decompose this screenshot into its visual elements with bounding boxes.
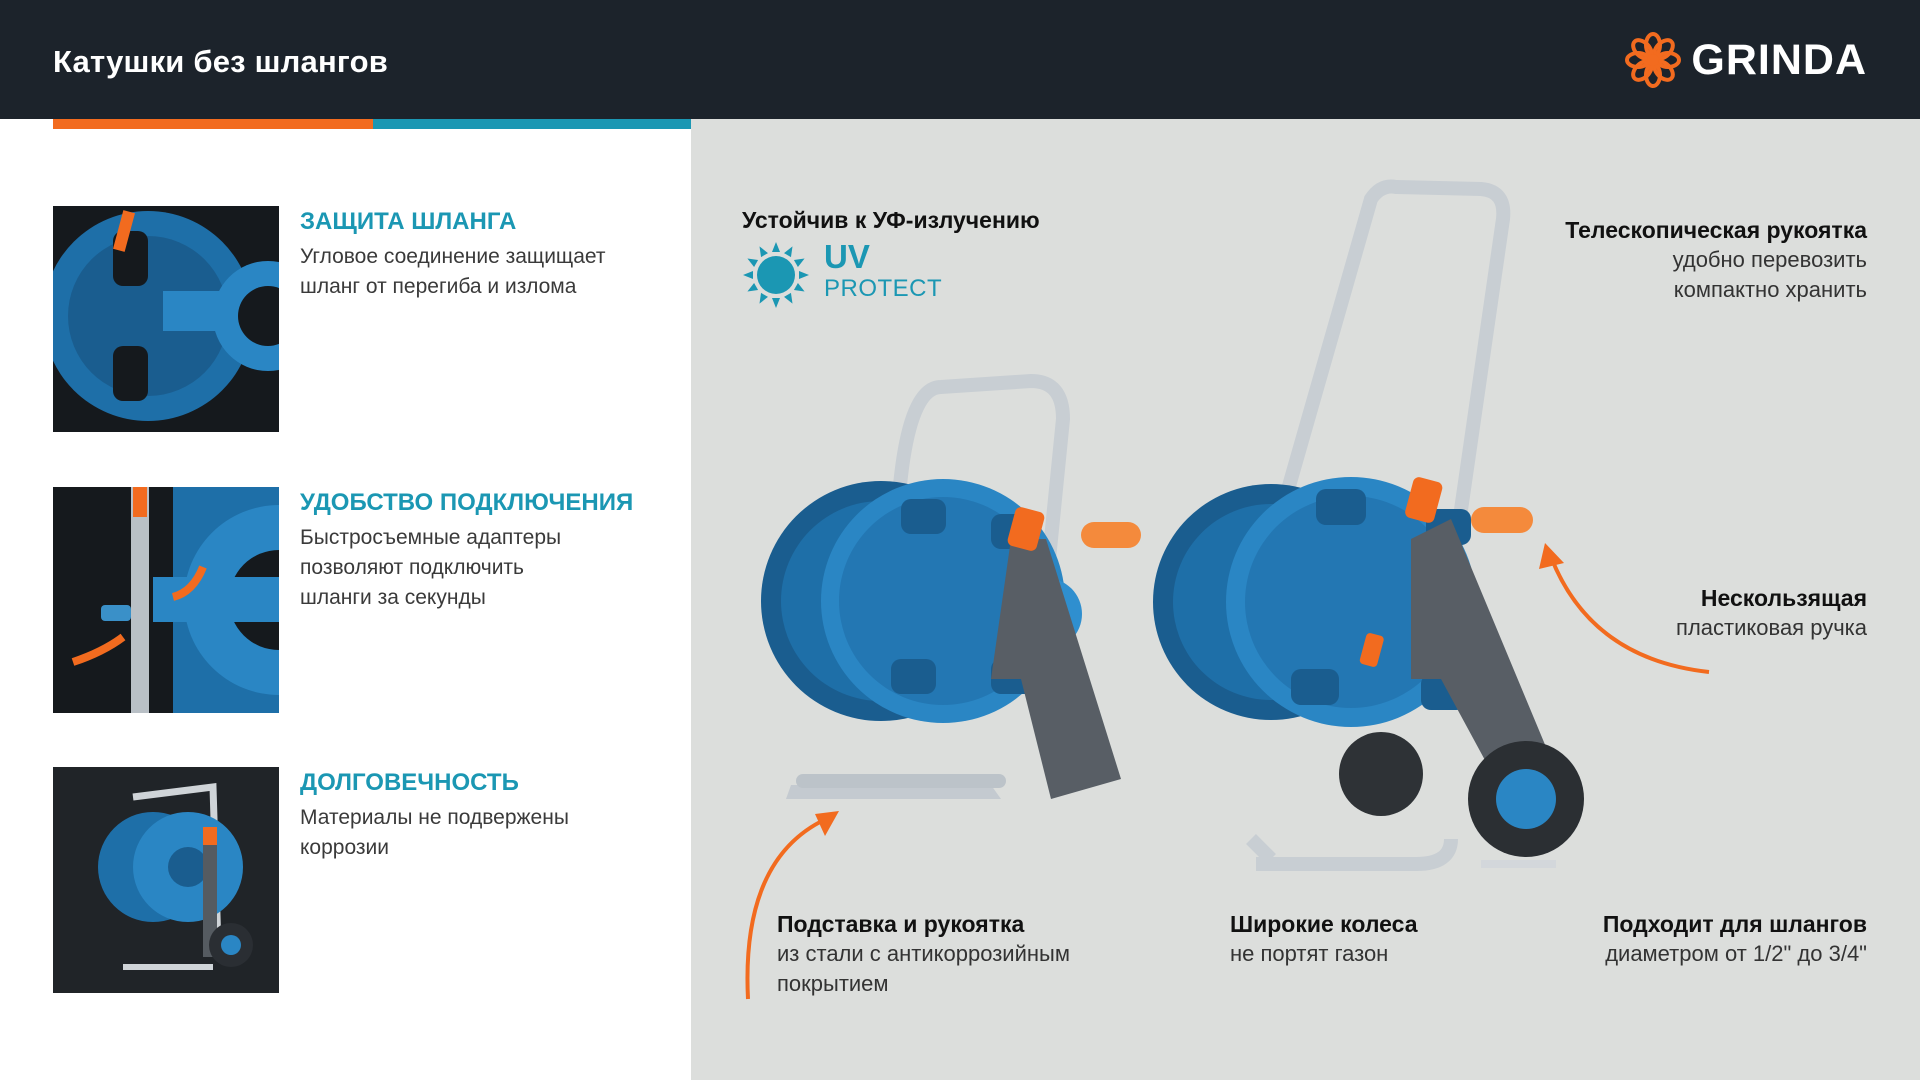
feature-title: УДОБСТВО ПОДКЛЮЧЕНИЯ [300, 489, 634, 516]
telescopic-title: Телескопическая рукоятка [1565, 217, 1867, 243]
uv-resistance-label: Устойчив к УФ-излучению [742, 205, 1040, 235]
telescopic-line: удобно перевозить [1672, 247, 1867, 272]
header-bar: Катушки без шлангов GRINDA [0, 0, 1920, 119]
accent-bar-orange [53, 119, 373, 129]
uv-protect-badge: UV PROTECT [824, 240, 942, 304]
uv-badge-big: UV [824, 238, 870, 275]
feature-line: коррозии [300, 836, 389, 859]
stand-title: Подставка и рукоятка [777, 911, 1025, 937]
adapter-closeup-photo [53, 487, 279, 713]
feature-durability: ДОЛГОВЕЧНОСТЬ Материалы не подвержены ко… [53, 767, 673, 993]
feature-line: позволяют подключить [300, 556, 524, 579]
feature-line: Угловое соединение защищает [300, 245, 606, 268]
feature-title: ЗАЩИТА ШЛАНГА [300, 208, 517, 235]
feature-line: шланг от перегиба и излома [300, 275, 577, 298]
hose-reel-illustration [745, 179, 1710, 1000]
flower-logo-icon [1625, 32, 1682, 88]
feature-description: Угловое соединение защищает шланг от пер… [300, 242, 680, 302]
feature-hose-protection: ЗАЩИТА ШЛАНГА Угловое соединение защищае… [53, 206, 673, 432]
uv-badge-small: PROTECT [824, 275, 943, 302]
stand-line: покрытием [777, 971, 889, 996]
feature-easy-connection: УДОБСТВО ПОДКЛЮЧЕНИЯ Быстросъемные адапт… [53, 487, 673, 713]
hose-diameter-label: Подходит для шлангов диаметром от 1/2" д… [1603, 909, 1867, 969]
brand-name: GRINDA [1691, 35, 1867, 84]
feature-line: шланги за секунды [300, 586, 486, 609]
stand-handle-label: Подставка и рукоятка из стали с антикорр… [777, 909, 1070, 999]
reel-closeup-photo [53, 206, 279, 432]
fits-title: Подходит для шлангов [1602, 911, 1867, 937]
telescopic-handle-label: Телескопическая рукоятка удобно перевози… [1565, 215, 1867, 305]
nonslip-handle-label: Нескользящая пластиковая ручка [1676, 583, 1867, 643]
telescopic-line: компактно хранить [1673, 277, 1867, 302]
feature-description: Материалы не подвержены коррозии [300, 803, 680, 863]
feature-description: Быстросъемные адаптеры позволяют подключ… [300, 523, 680, 613]
feature-line: Материалы не подвержены [300, 806, 569, 829]
fits-line: диаметром от 1/2" до 3/4" [1605, 941, 1867, 966]
feature-title: ДОЛГОВЕЧНОСТЬ [300, 769, 519, 796]
stand-line: из стали с антикоррозийным [777, 941, 1070, 966]
wheels-line: не портят газон [1230, 941, 1389, 966]
uv-title: Устойчив к УФ-излучению [742, 207, 1040, 233]
nonslip-line: пластиковая ручка [1676, 615, 1867, 640]
brand-logo: GRINDA [1623, 28, 1867, 92]
feature-line: Быстросъемные адаптеры [300, 526, 562, 549]
page-title: Катушки без шлангов [53, 44, 388, 79]
wide-wheels-label: Широкие колеса не портят газон [1230, 909, 1418, 969]
accent-bar-blue [373, 119, 691, 129]
cart-photo [53, 767, 279, 993]
wheels-title: Широкие колеса [1230, 911, 1418, 937]
nonslip-title: Нескользящая [1700, 585, 1867, 611]
sun-icon [743, 242, 809, 308]
